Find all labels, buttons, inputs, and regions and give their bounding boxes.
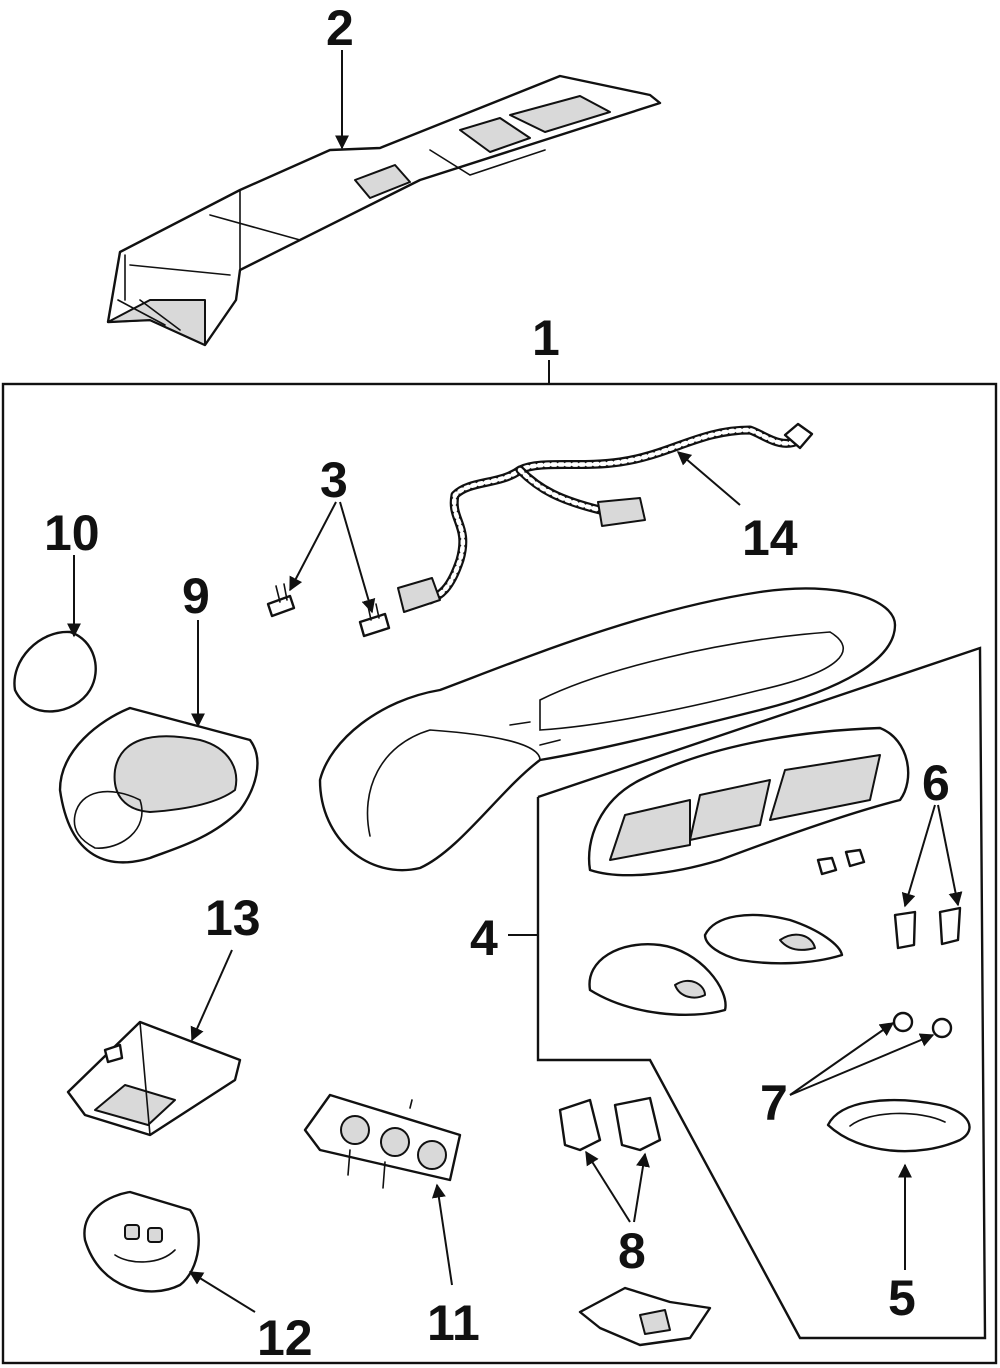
lens-cap [13, 630, 97, 713]
callout-7: 7 [760, 1075, 788, 1131]
console-housing [318, 587, 897, 872]
leader-lines [67, 50, 963, 1313]
callout-4: 4 [470, 910, 498, 966]
callout-13: 13 [205, 890, 261, 946]
map-lamp-lenses [588, 913, 844, 1017]
lamp-housing [66, 1020, 242, 1137]
callout-12: 12 [257, 1310, 313, 1366]
callout-8: 8 [618, 1223, 646, 1279]
callout-labels: 1 2 3 4 5 6 7 8 9 10 11 12 13 14 [44, 0, 950, 1366]
callout-1: 1 [532, 310, 560, 366]
wire-harness [397, 422, 814, 613]
callout-3: 3 [320, 452, 348, 508]
callout-6: 6 [922, 755, 950, 811]
dome-lamp-lens [826, 1098, 971, 1153]
sockets [558, 1096, 712, 1347]
callout-10: 10 [44, 505, 100, 561]
screws [892, 1011, 953, 1039]
button-bezel [83, 1190, 200, 1293]
callout-14: 14 [742, 510, 798, 566]
console-subassembly-frame [508, 646, 987, 1340]
bulbs [816, 848, 962, 950]
callout-5: 5 [888, 1270, 916, 1326]
bezel [58, 706, 259, 864]
callout-9: 9 [182, 568, 210, 624]
roof-trim-panel [106, 74, 662, 347]
callout-2: 2 [326, 0, 354, 56]
assembly-frame [1, 360, 998, 1365]
switch [303, 1093, 462, 1189]
console-lens-panel [587, 726, 910, 877]
callout-11: 11 [427, 1295, 480, 1351]
